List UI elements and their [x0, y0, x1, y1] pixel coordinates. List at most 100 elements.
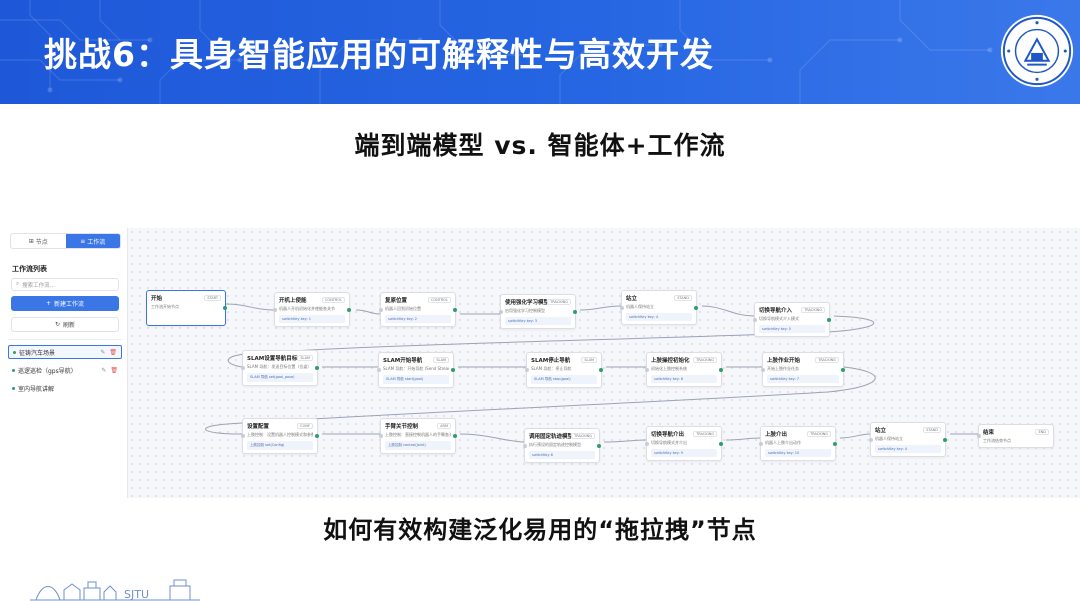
output-port[interactable]: [573, 309, 577, 314]
output-port[interactable]: [694, 305, 698, 310]
node-title: SLAM停止导航: [531, 358, 571, 364]
input-port[interactable]: [379, 307, 383, 312]
search-placeholder: 搜索工作流...: [22, 282, 55, 289]
node-type-badge: STAND: [674, 295, 692, 301]
input-port[interactable]: [645, 441, 649, 446]
tab-workflows[interactable]: ≡工作流: [65, 234, 120, 248]
output-port[interactable]: [453, 307, 457, 312]
output-port[interactable]: [833, 441, 837, 446]
subtitle-top: 端到端模型 vs. 智能体+工作流: [354, 131, 726, 160]
input-port[interactable]: [241, 366, 245, 370]
node-description: 初始化上肢控制系统: [651, 366, 687, 371]
input-port[interactable]: [645, 367, 649, 372]
node-description: 机器人上肢介出动作: [765, 440, 801, 445]
delete-icon[interactable]: 🗑: [110, 366, 118, 374]
output-port[interactable]: [719, 441, 723, 446]
input-port[interactable]: [753, 317, 757, 322]
delete-icon[interactable]: 🗑: [109, 348, 117, 356]
output-port[interactable]: [841, 367, 845, 372]
input-port[interactable]: [379, 434, 383, 438]
workflow-label: 巡逻巡检（gps导航）: [18, 367, 77, 375]
node-type-badge: TRACKING: [807, 431, 831, 437]
subtitle-bottom: 如何有效构建泛化易用的“拖拉拽”节点: [323, 516, 757, 544]
input-port[interactable]: [759, 441, 763, 446]
node-title: 手臂关节控制: [385, 424, 419, 430]
node-parameter: switchKey key: 1: [279, 315, 345, 323]
output-port[interactable]: [347, 307, 351, 312]
node-title: 调用固定轨迹模型: [529, 434, 572, 440]
output-port[interactable]: [315, 366, 319, 370]
workflow-label: 征铸汽车场景: [19, 349, 56, 357]
workflow-sidebar: ⊞节点 ≡工作流 工作流列表 ⌕搜索工作流... +新建工作流 ↻刷新 征铸汽车…: [0, 228, 128, 498]
input-port[interactable]: [977, 434, 981, 438]
output-port[interactable]: [315, 434, 319, 438]
node-description: 切换导航模式介入模式: [759, 316, 799, 321]
node-parameter: SLAM 导航 set(goal_pose): [247, 373, 313, 382]
input-port[interactable]: [620, 305, 624, 310]
output-port[interactable]: [943, 437, 947, 442]
input-port[interactable]: [241, 434, 245, 438]
refresh-button[interactable]: ↻刷新: [11, 317, 119, 332]
university-seal-icon: [1000, 14, 1074, 88]
input-port[interactable]: [377, 368, 381, 372]
node-description: 切换导航模式并介出: [651, 440, 687, 445]
footer-logo-text: SJTU: [124, 588, 149, 601]
node-type-badge: TRACKING: [693, 357, 717, 363]
workflow-item[interactable]: 巡逻巡检（gps导航） ✎🗑: [8, 363, 122, 377]
input-port[interactable]: [273, 307, 277, 312]
input-port[interactable]: [499, 309, 503, 314]
output-port[interactable]: [599, 368, 603, 372]
input-port[interactable]: [869, 437, 873, 442]
node-parameter: switchKey key: 4: [626, 313, 692, 321]
output-port[interactable]: [223, 306, 227, 310]
new-workflow-button[interactable]: +新建工作流: [11, 296, 119, 311]
workflow-item[interactable]: 室内导航讲解: [8, 381, 122, 395]
node-description: SLAM 导航：发送目标位置（位姿）: [247, 364, 312, 369]
node-title: 开始: [151, 296, 163, 302]
workflow-label: 室内导航讲解: [18, 385, 55, 393]
node-title: 设置配置: [247, 424, 270, 430]
status-dot-icon: [12, 368, 15, 372]
tab-nodes[interactable]: ⊞节点: [11, 234, 66, 248]
workflow-item[interactable]: 征铸汽车场景 ✎🗑: [8, 345, 122, 359]
node-parameter: 上肢控制 control(Joint): [385, 441, 451, 450]
input-port[interactable]: [761, 367, 765, 372]
node-title: 上肢作业开始: [767, 358, 801, 364]
output-port[interactable]: [827, 317, 831, 322]
node-title: 开机上使能: [279, 298, 307, 304]
node-title: SLAM设置导航目标: [247, 356, 298, 362]
output-port[interactable]: [597, 443, 601, 448]
workflow-search-input[interactable]: ⌕搜索工作流...: [11, 278, 119, 291]
edit-icon[interactable]: ✎: [101, 366, 107, 374]
output-port[interactable]: [719, 367, 723, 372]
sidebar-tabbar: ⊞节点 ≡工作流: [10, 233, 121, 249]
refresh-icon: ↻: [54, 321, 60, 328]
edit-icon[interactable]: ✎: [100, 348, 106, 356]
input-port[interactable]: [523, 443, 527, 448]
output-port[interactable]: [451, 368, 455, 372]
output-port[interactable]: [453, 434, 457, 438]
button-label: 刷新: [63, 322, 76, 329]
input-port[interactable]: [525, 368, 529, 372]
node-parameter: SLAM 导航 stop(goal): [531, 375, 597, 384]
